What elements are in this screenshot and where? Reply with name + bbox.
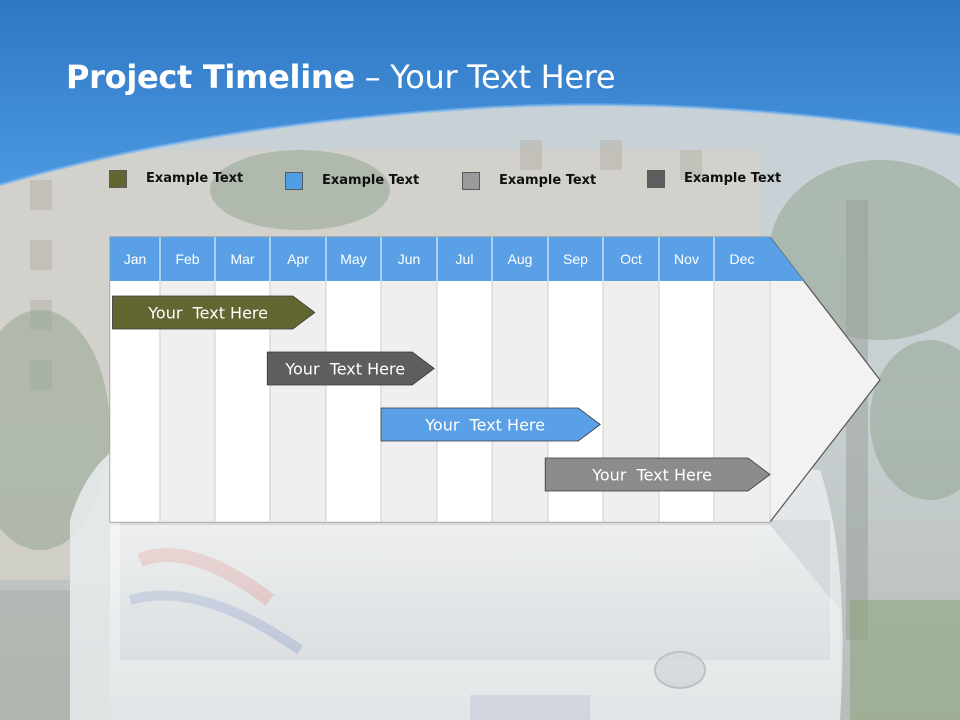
- legend-label-4: Example Text: [684, 171, 782, 186]
- legend-swatch-lightgray: [462, 172, 480, 190]
- month-label-mar: Mar: [230, 251, 254, 267]
- month-header-band: [110, 237, 804, 281]
- slide-title-bold: Project Timeline: [66, 58, 355, 96]
- task-bar-label-4: Your Text Here: [591, 466, 712, 485]
- month-column-aug: [491, 236, 549, 523]
- task-bar-3[interactable]: [380, 407, 601, 442]
- legend-label-3: Example Text: [499, 173, 597, 188]
- month-label-nov: Nov: [674, 251, 699, 267]
- timeline-reflection: [110, 525, 840, 720]
- month-label-sep: Sep: [563, 251, 588, 267]
- month-label-dec: Dec: [730, 251, 755, 267]
- month-label-apr: Apr: [287, 251, 309, 267]
- month-label-feb: Feb: [175, 251, 199, 267]
- month-column-mar: [214, 236, 271, 523]
- task-bar-4[interactable]: [544, 457, 771, 492]
- task-bar-2[interactable]: [266, 351, 435, 386]
- month-label-jul: Jul: [456, 251, 474, 267]
- task-bar-label-1: Your Text Here: [147, 304, 268, 323]
- month-column-jul: [436, 236, 493, 523]
- legend-swatch-darkgray: [647, 170, 665, 188]
- task-bar-1[interactable]: [112, 295, 316, 330]
- month-label-oct: Oct: [620, 251, 642, 267]
- month-label-aug: Aug: [508, 251, 533, 267]
- slide-title: Project Timeline – Your Text Here: [66, 58, 616, 96]
- month-label-jan: Jan: [124, 251, 147, 267]
- task-bar-label-2: Your Text Here: [284, 360, 405, 379]
- legend-swatch-olive: [109, 170, 127, 188]
- month-label-jun: Jun: [398, 251, 421, 267]
- legend-swatch-blue: [285, 172, 303, 190]
- task-bar-label-3: Your Text Here: [424, 416, 545, 435]
- month-label-may: May: [340, 251, 366, 267]
- month-column-feb: [159, 236, 216, 523]
- slide-title-rest: – Your Text Here: [354, 58, 616, 96]
- month-column-jan: [109, 236, 161, 523]
- legend-label-2: Example Text: [322, 173, 420, 188]
- legend-label-1: Example Text: [146, 171, 244, 186]
